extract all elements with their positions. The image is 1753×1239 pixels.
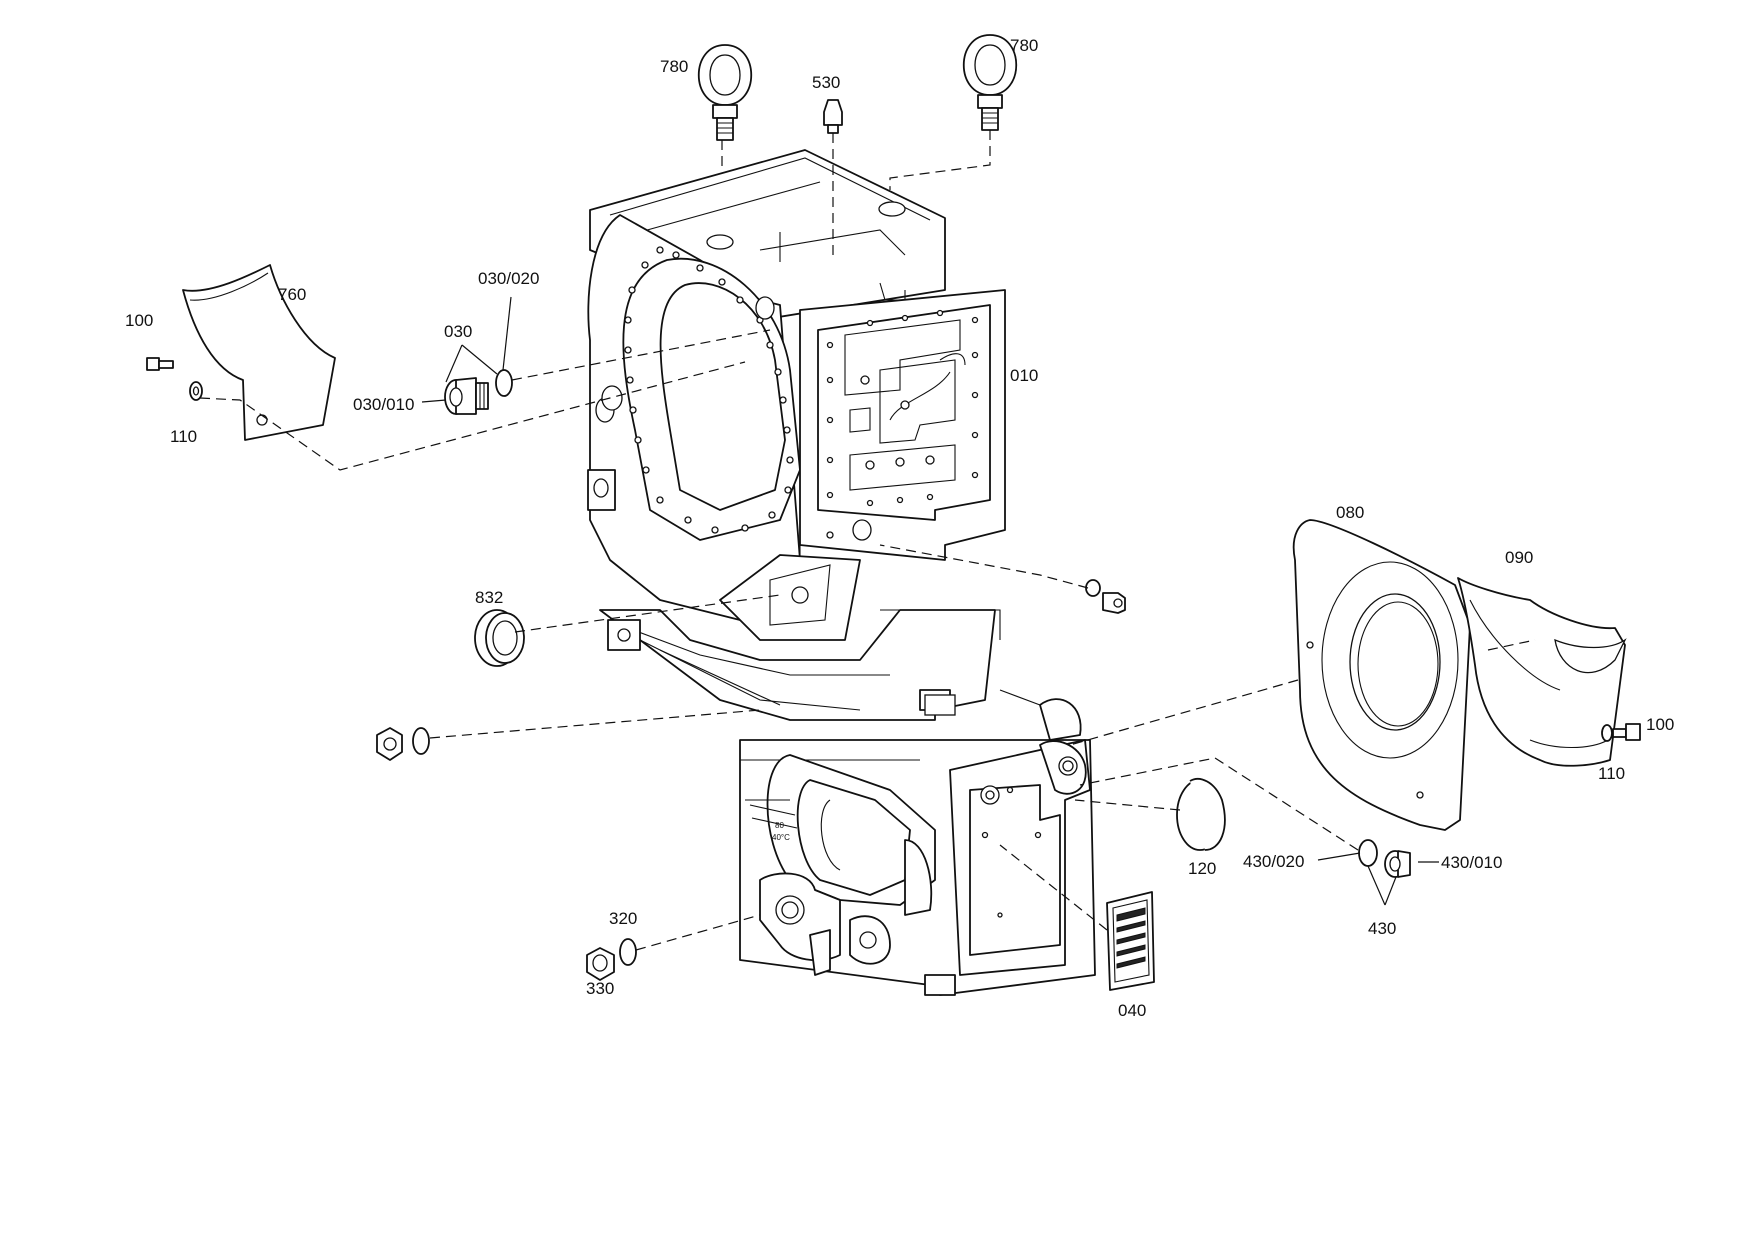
label-030-010: 030/010 (353, 395, 414, 414)
bolt-100-left[interactable] (146, 357, 174, 371)
label-100-left: 100 (125, 311, 153, 330)
seal-ring-430-020[interactable] (1358, 839, 1378, 867)
seal-ring-320[interactable] (619, 938, 637, 966)
cap-120[interactable] (1176, 778, 1226, 851)
engraving-text-1: 80 (775, 821, 784, 830)
assembly-leader-lines (199, 130, 1536, 951)
washer-110-right[interactable] (1601, 724, 1613, 742)
cover-plate-760[interactable] (182, 264, 336, 441)
engraving-text-2: 40°C (772, 833, 790, 842)
screw-plug-030[interactable] (444, 377, 489, 415)
flange-bolt-holes (624, 246, 794, 534)
part-number-labels: 780 780 530 760 100 110 030/020 030 030/… (125, 36, 1674, 1020)
valve-face-holes (826, 309, 979, 507)
label-120: 120 (1188, 859, 1216, 878)
label-080: 080 (1336, 503, 1364, 522)
seal-ring-030[interactable] (495, 369, 513, 397)
label-040: 040 (1118, 1001, 1146, 1020)
transmission-housing: 80 40°C (587, 149, 1096, 996)
label-780-left: 780 (660, 57, 688, 76)
label-320: 320 (609, 909, 637, 928)
label-pointer-lines (421, 296, 1439, 906)
label-330: 330 (586, 979, 614, 998)
cover-090[interactable] (1457, 577, 1627, 767)
screw-plug-430-010[interactable] (1384, 850, 1411, 878)
label-110-left: 110 (170, 427, 197, 446)
label-030-020: 030/020 (478, 269, 539, 288)
eye-bolt-right[interactable] (962, 34, 1018, 131)
label-010: 010 (1010, 366, 1038, 385)
breather-valve[interactable] (823, 99, 843, 134)
label-832: 832 (475, 588, 503, 607)
label-110-right: 110 (1598, 764, 1625, 783)
screw-right-housing[interactable] (1085, 579, 1126, 614)
screw-plug-330[interactable] (586, 947, 615, 981)
eye-bolt-left[interactable] (697, 44, 753, 141)
label-530: 530 (812, 73, 840, 92)
label-030: 030 (444, 322, 472, 341)
label-430: 430 (1368, 919, 1396, 938)
label-430-010: 430/010 (1441, 853, 1502, 872)
label-780-right: 780 (1010, 36, 1038, 55)
type-plate-040[interactable] (1106, 891, 1155, 991)
o-ring-left-middle[interactable] (412, 727, 430, 755)
shaft-seal-832[interactable] (474, 609, 525, 667)
screw-plug-left-middle[interactable] (376, 727, 403, 761)
bolt-100-right[interactable] (1612, 723, 1641, 741)
washer-110-left[interactable] (189, 381, 203, 401)
label-100-right: 100 (1646, 715, 1674, 734)
label-090: 090 (1505, 548, 1533, 567)
cover-080[interactable] (1292, 519, 1474, 831)
label-430-020: 430/020 (1243, 852, 1304, 871)
label-760: 760 (278, 285, 306, 304)
